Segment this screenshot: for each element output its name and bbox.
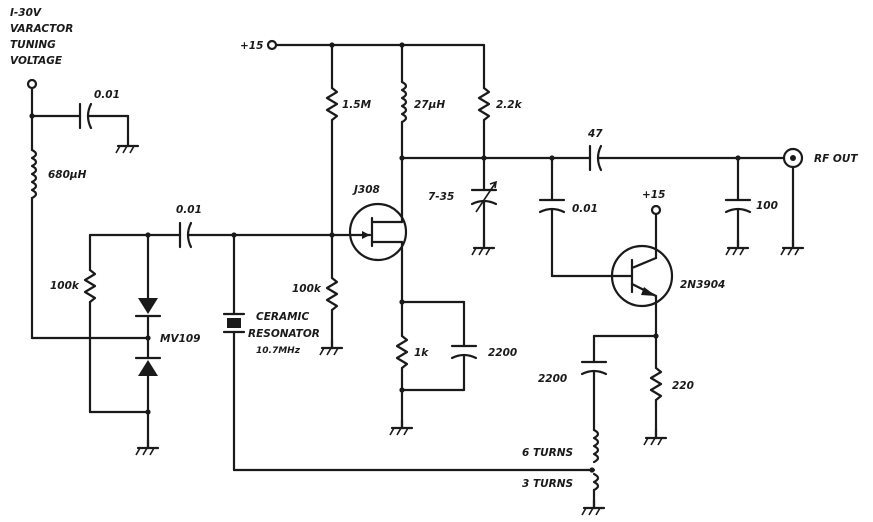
- rf-out-connector: [779, 147, 805, 257]
- source-network: [388, 240, 478, 437]
- tuning-bypass-capacitor: [30, 102, 140, 155]
- label-trimmer: 7-35: [428, 191, 454, 203]
- label-ceramic-freq: 10.7MHz: [256, 346, 301, 356]
- label-c-tune-bypass: 0.01: [94, 89, 120, 101]
- coupling-capacitor: [178, 221, 335, 249]
- trimmer-capacitor: [470, 180, 498, 257]
- label-l-27: 27µH: [414, 99, 445, 111]
- base-coupling-capacitor: [538, 156, 634, 278]
- tapped-inductor: [580, 428, 606, 517]
- label-r-1k: 1k: [414, 347, 429, 359]
- label-c-out: 47: [587, 128, 603, 140]
- label-c-2200-emitter: 2200: [538, 373, 567, 385]
- label-r-100k-gate: 100k: [292, 283, 322, 295]
- bjt-2n3904: [610, 204, 674, 370]
- label-ceramic-2: RESONATOR: [248, 328, 320, 340]
- tuning-label-line1: I-30V: [10, 7, 42, 19]
- supply-rail: [266, 39, 486, 51]
- ceramic-resonator: [222, 233, 590, 472]
- output-capacitor-47: [588, 144, 786, 172]
- label-varactor: MV109: [160, 333, 201, 345]
- label-bjt: 2N3904: [680, 279, 725, 291]
- drain-resistor-2-2k: [477, 43, 491, 192]
- label-supply: +15: [240, 40, 263, 52]
- label-turns-3: 3 TURNS: [522, 478, 573, 490]
- label-c-2200-source: 2200: [488, 347, 517, 359]
- output-shunt-capacitor-100: [724, 156, 752, 257]
- tuning-label-line2: VARACTOR: [10, 23, 73, 35]
- emitter-capacitor-2200: [580, 334, 658, 432]
- label-ceramic-1: CERAMIC: [256, 311, 309, 323]
- label-c-coupling: 0.01: [176, 204, 202, 216]
- emitter-resistor-220: [642, 366, 668, 447]
- label-c-100: 100: [756, 200, 778, 212]
- label-r-100k-left: 100k: [50, 280, 80, 292]
- gate-bias-resistor-1-5m: [325, 43, 339, 237]
- gate-resistor-100k: [318, 233, 344, 357]
- label-turns-6: 6 TURNS: [522, 447, 573, 459]
- label-r-1-5m: 1.5M: [342, 99, 372, 111]
- label-r-220: 220: [672, 380, 694, 392]
- tuning-label-line4: VOLTAGE: [10, 55, 63, 67]
- label-r-2-2k: 2.2k: [496, 99, 523, 111]
- label-supply-2: +15: [642, 189, 665, 201]
- label-c-base: 0.01: [572, 203, 598, 215]
- inductor-27uh: [399, 43, 408, 214]
- jfet-j308: [330, 202, 408, 262]
- label-rf-out: RF OUT: [814, 153, 858, 165]
- varactor-section: [83, 232, 182, 457]
- label-jfet: J308: [352, 184, 380, 196]
- tuning-label-line3: TUNING: [10, 39, 56, 51]
- label-l-680: 680µH: [48, 169, 87, 181]
